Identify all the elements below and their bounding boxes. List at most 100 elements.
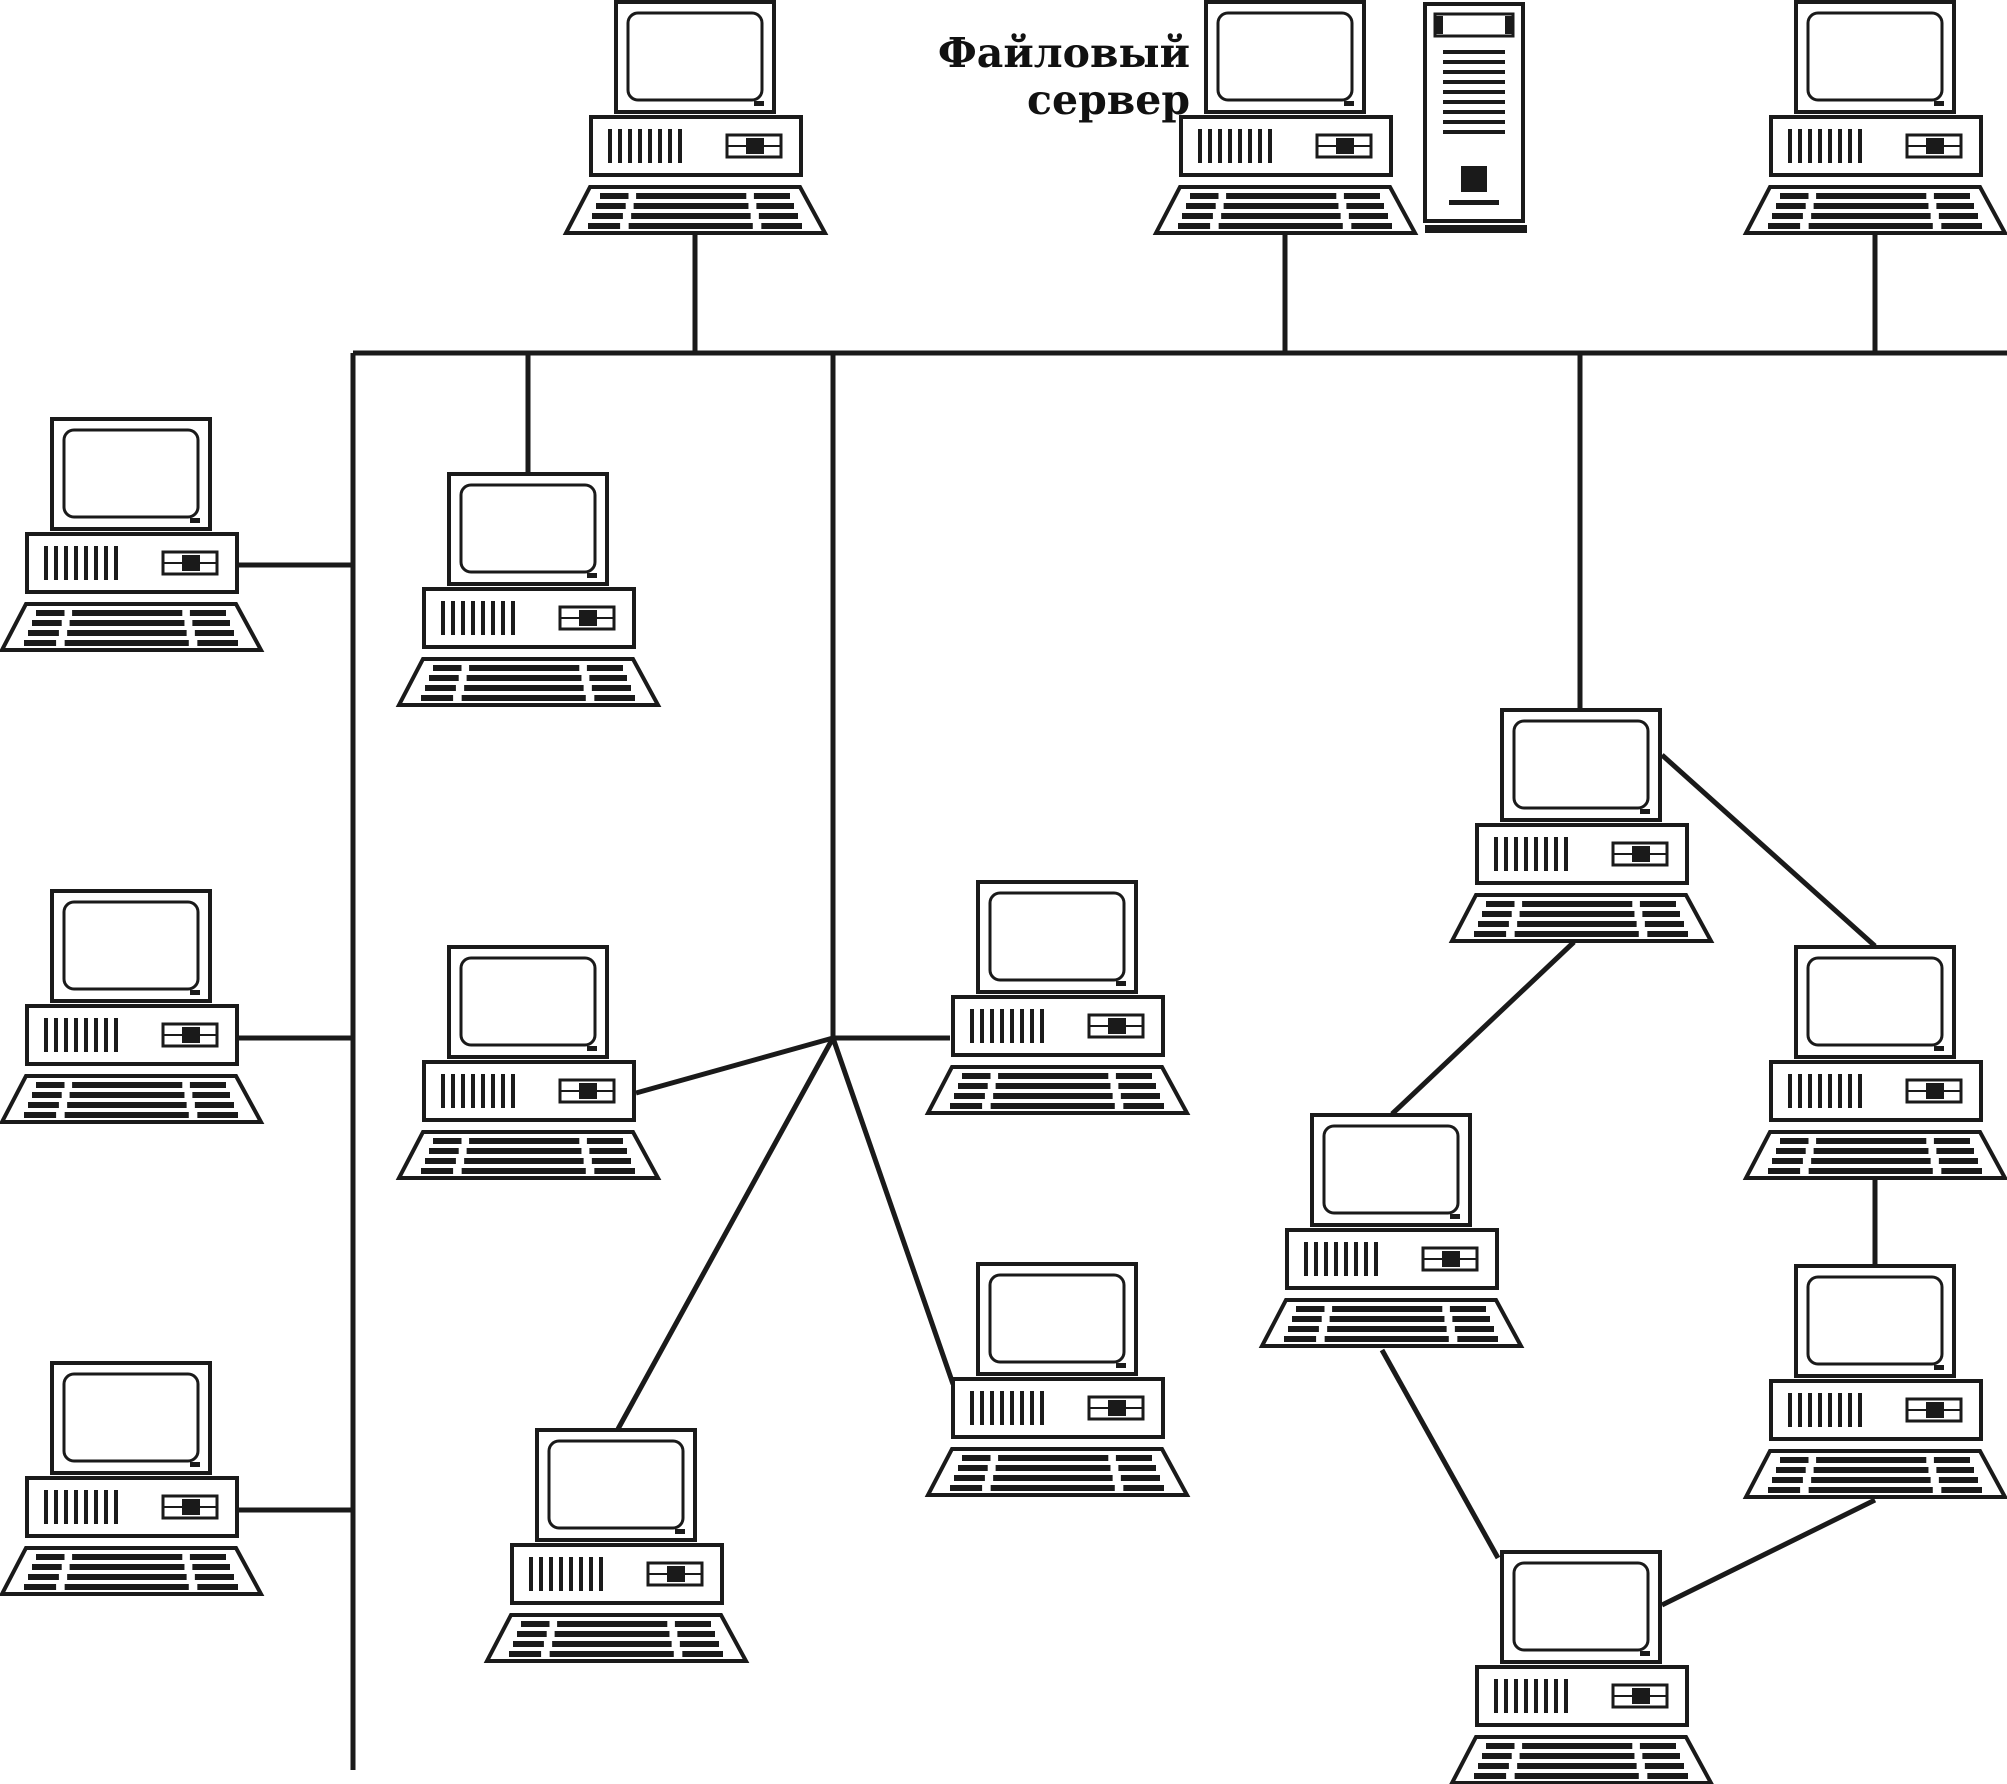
drive-button xyxy=(579,610,597,626)
keyboard-key xyxy=(466,1148,582,1154)
keyboard-key xyxy=(1449,1306,1486,1312)
desktop-computer-icon xyxy=(1742,1264,2007,1499)
keyboard-key xyxy=(28,1102,59,1108)
monitor-indicator xyxy=(587,1046,597,1051)
vent-slot xyxy=(1030,1009,1034,1043)
network-cables xyxy=(237,235,2007,1770)
keyboard-key xyxy=(1938,1477,1978,1483)
keyboard-key xyxy=(67,1574,187,1580)
vent-slot xyxy=(1374,1242,1378,1276)
keyboard-key xyxy=(1813,203,1929,209)
vent-slot xyxy=(1218,129,1222,163)
vent-slot xyxy=(1010,1009,1014,1043)
vent-slot xyxy=(1828,1393,1832,1427)
drive-button xyxy=(1632,846,1650,862)
keyboard-key xyxy=(1644,1763,1684,1769)
drive-button xyxy=(1108,1400,1126,1416)
keyboard-key xyxy=(425,1158,456,1164)
keyboard-key xyxy=(192,1564,230,1570)
vent-slot xyxy=(114,1018,118,1052)
keyboard-key xyxy=(591,1158,631,1164)
keyboard-key xyxy=(1816,1457,1927,1463)
vent-slot xyxy=(1030,1391,1034,1425)
vent-slot xyxy=(1198,129,1202,163)
vent-slot xyxy=(549,1557,553,1591)
network-cable xyxy=(830,1037,956,1385)
keyboard-key xyxy=(958,1083,988,1089)
keyboard-key xyxy=(1811,1477,1931,1483)
keyboard-key xyxy=(758,213,798,219)
vent-slot xyxy=(54,1018,58,1052)
monitor-indicator xyxy=(190,1462,200,1467)
keyboard-key xyxy=(1182,213,1213,219)
vent-slot xyxy=(44,546,48,580)
keyboard-key xyxy=(1647,1773,1688,1779)
vent-slot xyxy=(461,601,465,635)
vent-slot xyxy=(501,601,505,635)
vent-slot xyxy=(1848,129,1852,163)
keyboard-key xyxy=(1639,901,1676,907)
vent-slot xyxy=(1504,837,1508,871)
keyboard-key xyxy=(1223,203,1339,209)
network-cable xyxy=(1660,1497,1877,1608)
keyboard-key xyxy=(72,610,183,616)
keyboard-key xyxy=(1768,1168,1801,1174)
keyboard-key xyxy=(1811,213,1931,219)
keyboard-key xyxy=(67,1102,187,1108)
vent-slot xyxy=(74,1018,78,1052)
monitor-screen xyxy=(459,483,597,574)
vent-slot xyxy=(441,1074,445,1108)
vent-slot xyxy=(1554,1679,1558,1713)
desktop-computer-icon xyxy=(1258,1113,1525,1348)
vent-slot xyxy=(1838,1393,1842,1427)
vent-slot xyxy=(1788,129,1792,163)
vent-slot xyxy=(1000,1009,1004,1043)
monitor-indicator xyxy=(1934,1365,1944,1370)
monitor-indicator xyxy=(1116,1363,1126,1368)
keyboard-key xyxy=(677,1631,715,1637)
keyboard-key xyxy=(194,630,234,636)
server-bay-latch xyxy=(1505,16,1513,34)
vent-slot xyxy=(628,129,632,163)
keyboard-key xyxy=(469,1138,580,1144)
keyboard-key xyxy=(1811,1158,1931,1164)
monitor-screen xyxy=(1322,1124,1460,1215)
vent-slot xyxy=(539,1557,543,1591)
vent-slot xyxy=(1314,1242,1318,1276)
keyboard-key xyxy=(594,1168,635,1174)
vent-slot xyxy=(990,1391,994,1425)
drive-button xyxy=(1632,1688,1650,1704)
monitor-screen xyxy=(1216,11,1354,102)
keyboard-key xyxy=(1776,1148,1806,1154)
monitor-screen xyxy=(626,11,764,102)
desktop-computer-icon xyxy=(1742,945,2007,1180)
keyboard-key xyxy=(1123,1485,1164,1491)
keyboard-key xyxy=(1178,223,1211,229)
vent-slot xyxy=(1504,1679,1508,1713)
keyboard-key xyxy=(1296,1306,1325,1312)
vent-slot xyxy=(1544,837,1548,871)
keyboard-key xyxy=(1808,1487,1933,1493)
keyboard-key xyxy=(679,1641,719,1647)
keyboard-key xyxy=(954,1093,985,1099)
keyboard-key xyxy=(1639,1743,1676,1749)
drive-button xyxy=(1926,138,1944,154)
keyboard-key xyxy=(469,665,580,671)
vent-slot xyxy=(1514,1679,1518,1713)
vent-slot xyxy=(1848,1074,1852,1108)
keyboard-key xyxy=(461,695,586,701)
keyboard-key xyxy=(189,1554,226,1560)
keyboard-key xyxy=(588,223,621,229)
keyboard-key xyxy=(64,1584,189,1590)
monitor-indicator xyxy=(1344,101,1354,106)
keyboard-key xyxy=(461,1168,586,1174)
keyboard-key xyxy=(1941,1487,1982,1493)
keyboard-key xyxy=(596,203,626,209)
monitor-indicator xyxy=(1450,1214,1460,1219)
vent-slot xyxy=(114,546,118,580)
vent-slot xyxy=(589,1557,593,1591)
vent-slot xyxy=(84,1018,88,1052)
keyboard-key xyxy=(429,675,459,681)
server-vent xyxy=(1443,50,1505,54)
